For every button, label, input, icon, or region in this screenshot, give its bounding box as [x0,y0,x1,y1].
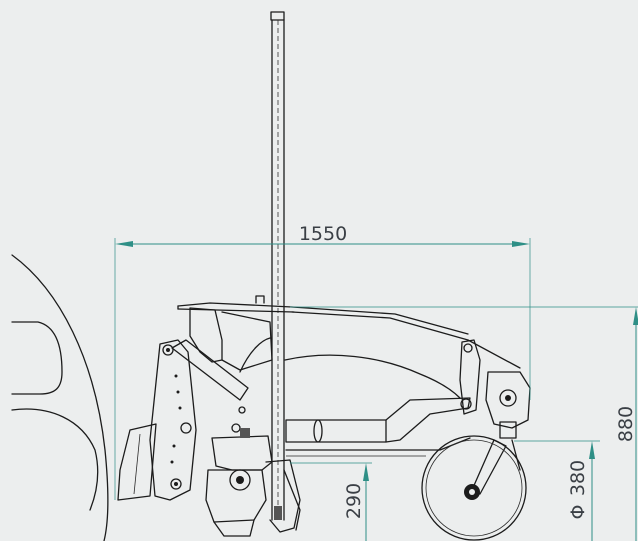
cutter-bar [265,459,301,533]
drive-shaft [231,397,471,457]
dimension-wheel-diameter: Φ 380 [514,440,600,541]
dimension-wheel-diameter-label: 380 [567,460,589,496]
tractor-grille [11,321,63,395]
top-bracket [255,295,265,304]
mast [270,11,285,521]
gearbox [205,428,301,537]
dimension-height: 880 [290,306,638,541]
front-plate [189,307,223,363]
dimension-height-label: 880 [615,406,637,442]
dimension-width: 1550 [114,223,531,500]
lift-arm [171,339,249,401]
dimension-width-label: 1550 [299,223,347,245]
dimension-wheel-diameter-symbol: Φ [567,505,589,520]
tractor-wheel-arc [11,254,109,541]
caster-bracket [485,371,531,429]
dimension-clearance-label: 290 [343,483,365,519]
tractor-front-outline [11,254,109,541]
rear-wheel-assembly [421,339,531,541]
mast-top-cap [270,11,285,21]
hitch-bar [117,423,157,501]
wheel-post [459,339,481,415]
link-plate [149,339,197,501]
dimension-clearance: 290 [290,462,372,541]
tractor-tire [11,408,99,511]
caster-wheel [421,435,527,541]
